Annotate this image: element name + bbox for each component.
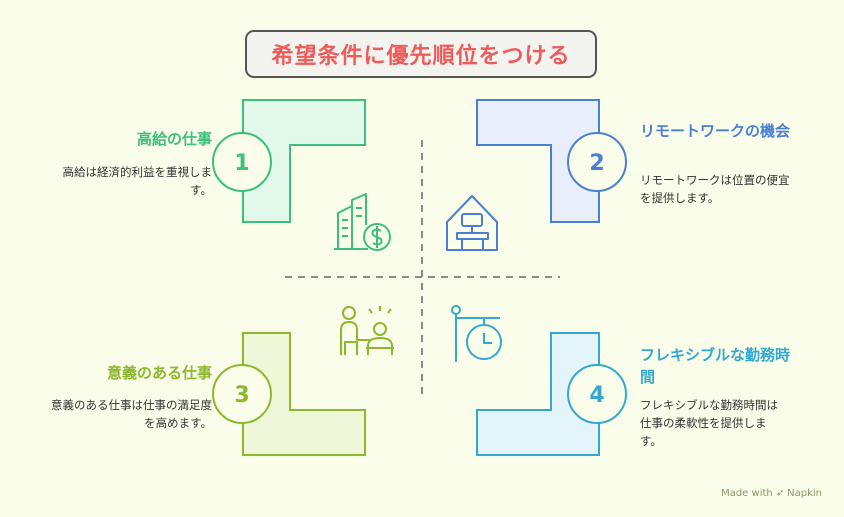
desc-remote-work: リモートワークは位置の便宜を提供します。: [640, 173, 790, 205]
number-3: 3: [234, 383, 249, 408]
napkin-logo-icon: ➶: [775, 488, 785, 499]
footer-brand: Napkin: [787, 488, 822, 499]
remote-work-house-icon: [446, 195, 498, 251]
quadrant-shape-2: [476, 99, 600, 223]
number-circle-4: [567, 364, 627, 424]
meaningful-work-people-icon: [340, 306, 394, 355]
number-1: 1: [234, 151, 249, 176]
desc-high-salary: 高給は経済的利益を重視します。: [62, 165, 213, 197]
diagram-title: 希望条件に優先順位をつける: [245, 30, 597, 78]
number-4: 4: [589, 383, 604, 408]
number-circle-2: [567, 132, 627, 192]
flexible-hours-clock-icon: [451, 305, 502, 362]
desc-flexible-hours: フレキシブルな勤務時間は仕事の柔軟性を提供します。: [640, 398, 778, 448]
footer-credit[interactable]: Made with ➶ Napkin: [721, 488, 822, 499]
label-flexible-hours: フレキシブルな勤務時間: [640, 346, 791, 386]
building-dollar-icon: [334, 193, 391, 251]
desc-meaningful-work: 意義のある仕事は仕事の満足度を高めます。: [51, 398, 212, 430]
label-remote-work: リモートワークの機会: [640, 122, 791, 140]
quadrant-shape-4: [476, 332, 600, 456]
number-2: 2: [589, 151, 604, 176]
label-meaningful-work: 意義のある仕事: [106, 364, 212, 382]
number-circle-1: [212, 132, 272, 192]
footer-made-with: Made with: [721, 488, 773, 499]
label-high-salary: 高給の仕事: [136, 130, 212, 148]
quadrant-shape-1: [242, 99, 366, 223]
quadrant-shape-3: [242, 332, 366, 456]
number-circle-3: [212, 364, 272, 424]
